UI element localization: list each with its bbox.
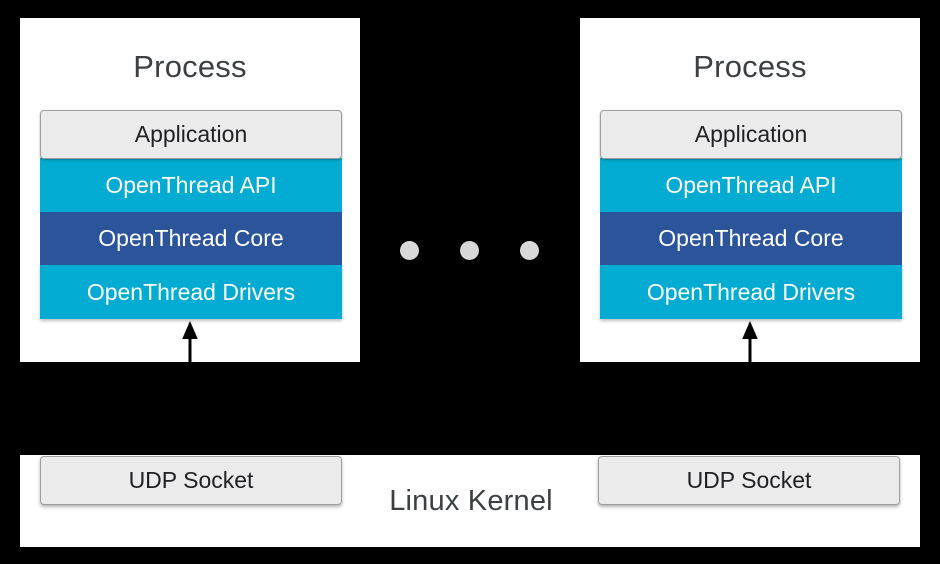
process-stack-left: Application OpenThread API OpenThread Co… (40, 110, 342, 319)
arrow-up-icon-left (179, 320, 201, 364)
layer-openthread-drivers-right: OpenThread Drivers (600, 265, 902, 319)
udp-socket-box-left: UDP Socket (40, 456, 342, 505)
layer-application-right: Application (600, 110, 902, 159)
layer-application-left: Application (40, 110, 342, 159)
layer-openthread-core-right: OpenThread Core (600, 212, 902, 265)
process-title-left: Process (133, 49, 247, 84)
process-panel-left: Process Application OpenThread API OpenT… (20, 18, 360, 362)
udp-socket-box-right: UDP Socket (598, 456, 900, 505)
layer-openthread-drivers-left: OpenThread Drivers (40, 265, 342, 319)
process-title-right: Process (693, 49, 807, 84)
process-stack-right: Application OpenThread API OpenThread Co… (600, 110, 902, 319)
ellipsis-dot-2 (460, 241, 479, 260)
linux-kernel-label: Linux Kernel (389, 484, 553, 517)
ellipsis-dot-3 (520, 241, 539, 260)
process-panel-right: Process Application OpenThread API OpenT… (580, 18, 920, 362)
arrow-up-icon-right (739, 320, 761, 364)
ellipsis-dot-1 (400, 241, 419, 260)
layer-openthread-core-left: OpenThread Core (40, 212, 342, 265)
layer-openthread-api-left: OpenThread API (40, 158, 342, 212)
layer-openthread-api-right: OpenThread API (600, 158, 902, 212)
ellipsis-dots-icon (398, 241, 544, 261)
